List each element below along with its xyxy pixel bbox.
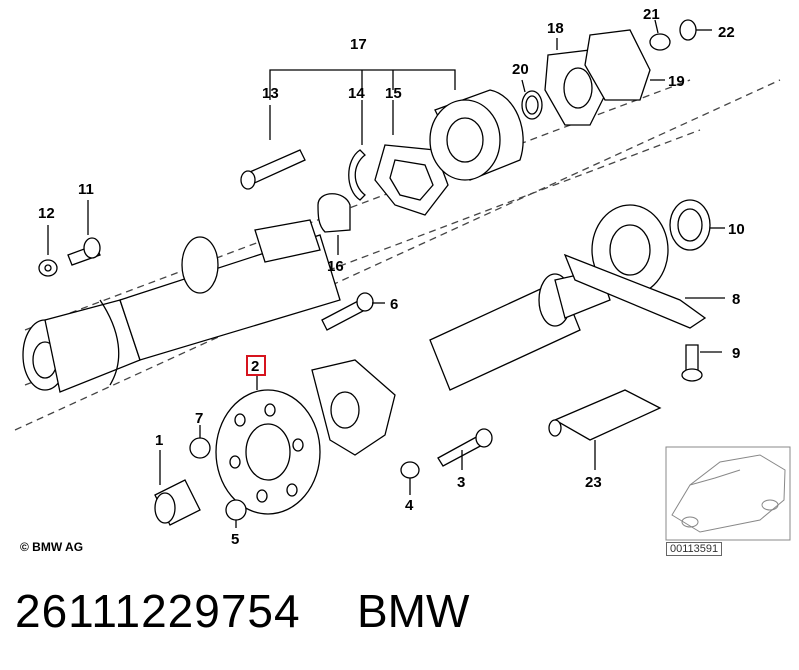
part-6-bolt — [321, 292, 385, 331]
label-3: 3 — [457, 474, 465, 491]
label-5: 5 — [231, 531, 239, 548]
part-16-clamp — [317, 193, 351, 255]
reference-number: 00113591 — [666, 542, 723, 556]
part-13-bolt — [240, 105, 306, 190]
label-21: 21 — [643, 6, 660, 23]
part-9-bolt — [681, 344, 722, 382]
label-7: 7 — [195, 410, 203, 427]
part-5-nut — [225, 499, 247, 528]
part-20-snap-ring — [521, 79, 543, 120]
part-1-sleeve — [154, 450, 201, 526]
part-21-cap — [649, 19, 671, 51]
part-22-ring — [679, 19, 712, 41]
car-thumbnail — [665, 446, 791, 541]
group-bracket-17 — [269, 69, 456, 100]
part-23-grease-tube — [548, 389, 662, 470]
copyright-text: © BMW AG — [20, 540, 84, 554]
label-17: 17 — [350, 36, 367, 53]
brand-name: BMW — [357, 585, 470, 637]
label-23: 23 — [585, 474, 602, 491]
part-number: 26111229754 — [15, 585, 301, 637]
label-16: 16 — [327, 258, 344, 275]
label-22: 22 — [718, 24, 735, 41]
label-12: 12 — [38, 205, 55, 222]
part-10-seal — [669, 199, 725, 251]
part-3-bolt — [437, 428, 493, 470]
highlight-box — [246, 355, 266, 376]
driveshaft-assembly — [14, 79, 781, 431]
label-2: 2 — [251, 358, 259, 375]
label-11: 11 — [78, 181, 94, 198]
part-11-bolt — [67, 200, 101, 266]
label-4: 4 — [405, 497, 414, 514]
label-15: 15 — [385, 85, 402, 102]
flange-housing — [429, 89, 524, 181]
part-14-circlip — [348, 100, 366, 201]
part-8-center-bearing — [563, 204, 725, 329]
part-12-washer — [38, 225, 58, 277]
label-6: 6 — [390, 296, 398, 313]
label-8: 8 — [732, 291, 740, 308]
part-7-nut — [189, 425, 211, 459]
label-14: 14 — [348, 85, 365, 102]
part-2-flex-disc — [215, 375, 321, 515]
part-4-washer — [400, 461, 420, 495]
label-19: 19 — [668, 73, 685, 90]
label-20: 20 — [512, 61, 529, 78]
label-13: 13 — [262, 85, 279, 102]
exploded-parts-diagram: 1 2 3 4 5 6 7 8 9 10 11 12 13 14 15 16 1… — [14, 6, 791, 548]
label-1: 1 — [155, 432, 163, 449]
flange-yoke — [311, 359, 396, 456]
label-10: 10 — [728, 221, 745, 238]
part-15-gasket — [374, 100, 449, 216]
label-9: 9 — [732, 345, 740, 362]
part-19-gasket — [584, 29, 665, 101]
label-18: 18 — [547, 20, 564, 37]
